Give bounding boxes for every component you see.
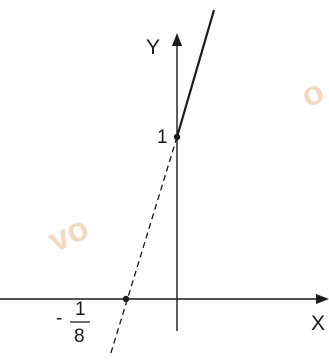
x-intercept-point bbox=[122, 295, 130, 303]
y-axis-arrow-icon bbox=[172, 33, 182, 46]
x-intercept-numerator: 1 bbox=[75, 299, 86, 320]
x-intercept-sign: - bbox=[56, 308, 62, 329]
x-axis-label: X bbox=[311, 312, 325, 335]
y-axis-label: Y bbox=[146, 36, 160, 59]
y-intercept-label: 1 bbox=[157, 127, 168, 148]
dashed-line-segment bbox=[109, 136, 178, 357]
x-intercept-denominator: 8 bbox=[74, 326, 85, 347]
x-axis-arrow-icon bbox=[316, 294, 329, 304]
watermark-right: o bbox=[297, 72, 329, 115]
solid-line-segment bbox=[175, 9, 216, 138]
watermark-left: vo bbox=[43, 209, 95, 260]
y-intercept-point bbox=[173, 133, 181, 141]
